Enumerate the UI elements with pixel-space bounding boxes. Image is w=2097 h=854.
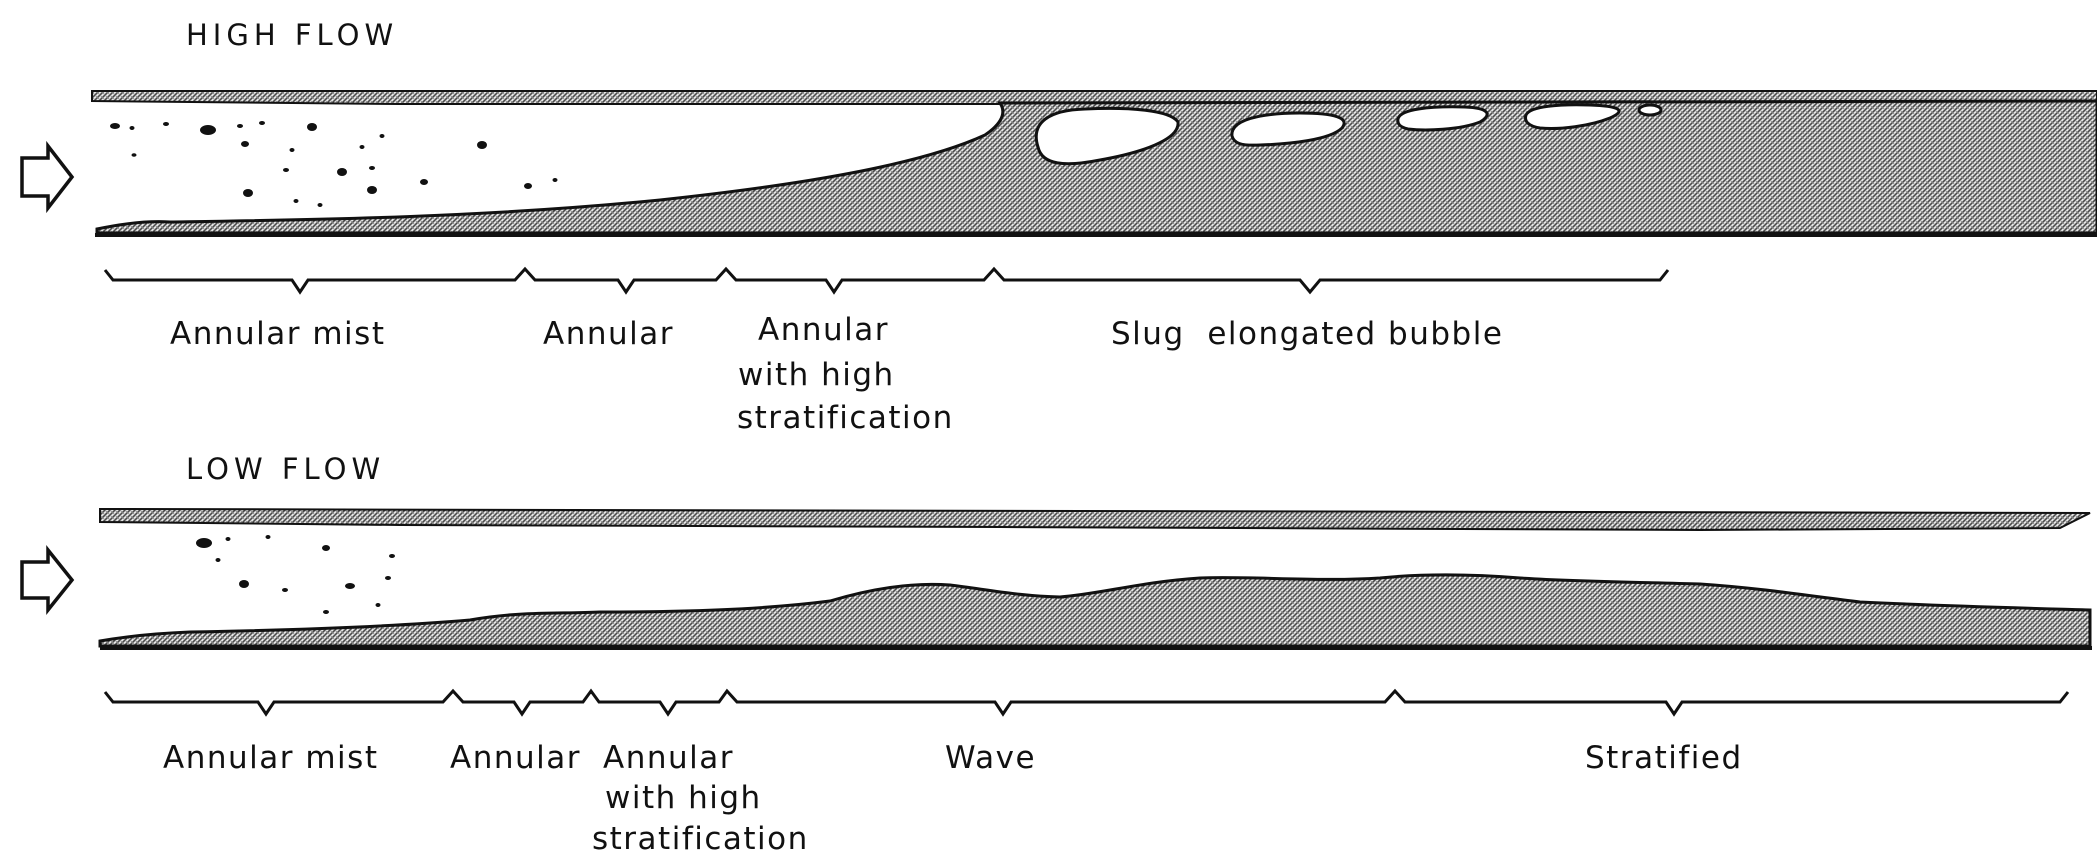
high-flow-arrow-icon [22,146,72,208]
low-flow-liquid-layer [100,575,2090,646]
low-flow-regime-brace [105,691,2068,714]
low-flow-mist-droplets [196,535,395,614]
high-regime-label-annular-stratified-line2: with high [738,357,895,393]
high-regime-label-annular-stratified-line1: Annular [758,312,889,348]
high-flow-regime-labels: Annular mist Annular Annular with high s… [170,312,1503,436]
low-regime-label-stratified: Stratified [1585,740,1743,776]
high-flow-regime-brace [105,269,1668,292]
low-regime-label-annular-mist: Annular mist [163,740,378,776]
high-regime-label-annular-stratified-line3: stratification [737,400,954,436]
high-regime-label-annular: Annular [543,316,674,352]
low-regime-label-annular-stratified-line1: Annular [603,740,734,776]
low-regime-label-annular-stratified-line2: with high [605,780,762,816]
low-flow-title: LOW FLOW [186,452,385,486]
high-flow-panel: HIGH FLOW [22,18,2097,436]
high-flow-mist-droplets [110,121,558,207]
low-flow-arrow-icon [22,550,72,610]
high-regime-label-slug: Slug elongated bubble [1111,316,1503,352]
low-regime-label-annular: Annular [450,740,581,776]
high-regime-label-annular-mist: Annular mist [170,316,385,352]
low-regime-label-wave: Wave [945,740,1036,776]
low-flow-panel: LOW FLOW Annular mist Annula [22,452,2092,854]
low-regime-label-annular-stratified-line3: stratification [592,821,809,854]
high-flow-title: HIGH FLOW [186,18,398,52]
low-flow-top-wall-film [100,509,2090,530]
low-flow-regime-labels: Annular mist Annular Annular with high s… [163,740,1743,854]
